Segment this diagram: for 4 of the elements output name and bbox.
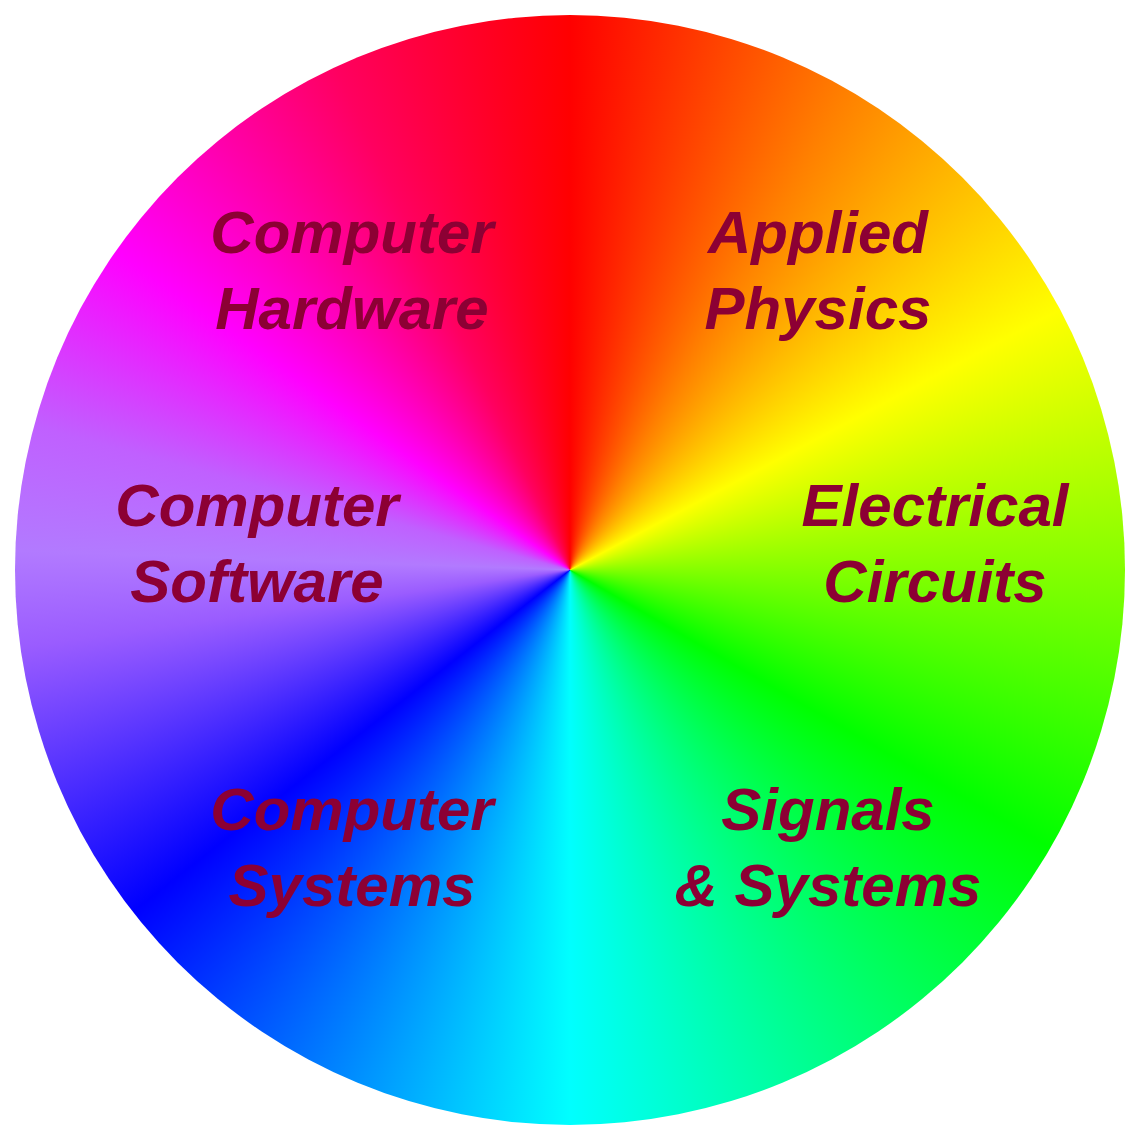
sector-label: Computer Software — [87, 468, 427, 620]
sector-label: Applied Physics — [703, 198, 933, 344]
sector-label: Electrical Circuits — [800, 471, 1071, 617]
sector-label: Signals & Systems — [673, 775, 983, 921]
